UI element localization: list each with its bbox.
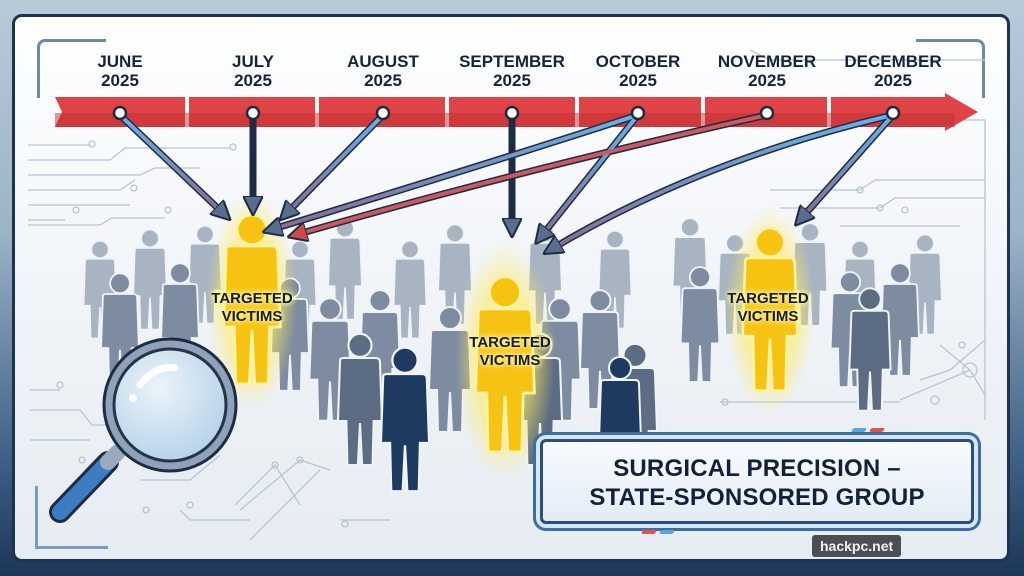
frame-corner-decoration [37, 39, 106, 98]
timeline-nodes [112, 105, 901, 121]
frame-corner-decoration [916, 39, 985, 98]
caption-title: SURGICAL PRECISION – STATE-SPONSORED GRO… [589, 455, 925, 511]
target-victim-2 [455, 240, 555, 480]
magnifying-glass-icon [49, 337, 238, 523]
frame-corner-decoration [35, 486, 108, 549]
caption-box: SURGICAL PRECISION – STATE-SPONSORED GRO… [540, 439, 974, 524]
watermark: hackpc.net [812, 535, 902, 557]
timeline-arrows [116, 111, 897, 250]
target-victim-1 [207, 190, 297, 410]
circuit-lines-decoration [28, 49, 986, 541]
target-victim-3 [725, 205, 815, 415]
